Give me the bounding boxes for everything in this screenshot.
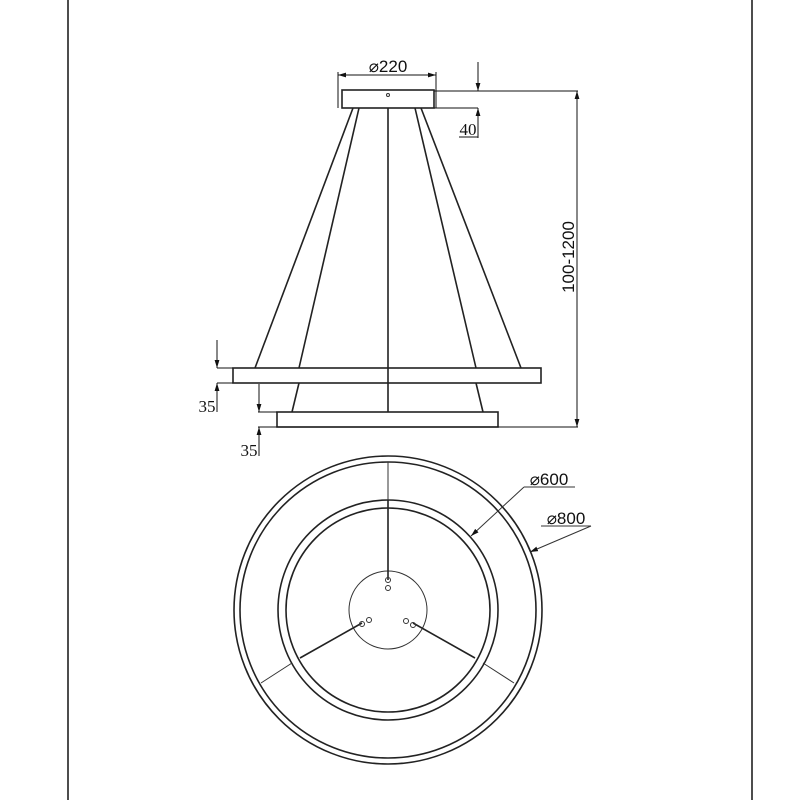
side-view — [232, 89, 542, 428]
dimension-canopy-diameter: ⌀220 — [337, 57, 437, 108]
dimension-canopy-height: 40 — [434, 62, 578, 139]
large-ring-outer-edge — [233, 455, 543, 765]
dimension-suspension-length: 100-1200 — [258, 91, 580, 428]
small-ring-thickness-label: 35 — [241, 441, 258, 460]
dimension-large-ring-diameter: ⌀800 — [529, 509, 592, 553]
large-ring-diameter-label: ⌀800 — [547, 509, 586, 528]
suspension-cables — [254, 107, 522, 413]
canopy — [341, 89, 435, 109]
suspension-length-label: 100-1200 — [559, 221, 578, 293]
small-ring-diameter-label: ⌀600 — [530, 470, 569, 489]
large-ring-thickness-label: 35 — [199, 397, 216, 416]
dimension-small-ring-thickness: 35 — [241, 384, 277, 460]
canopy-screw — [386, 93, 390, 97]
canopy-diameter-label: ⌀220 — [369, 57, 408, 76]
small-ring-side — [276, 411, 499, 428]
cable-attachment-points — [359, 577, 416, 628]
dimension-small-ring-diameter: ⌀600 — [470, 470, 575, 537]
top-view-cables — [260, 462, 515, 684]
dimension-large-ring-thickness: 35 — [199, 340, 233, 416]
top-view — [233, 455, 543, 765]
canopy-height-label: 40 — [460, 120, 477, 139]
large-ring-side — [232, 367, 542, 384]
